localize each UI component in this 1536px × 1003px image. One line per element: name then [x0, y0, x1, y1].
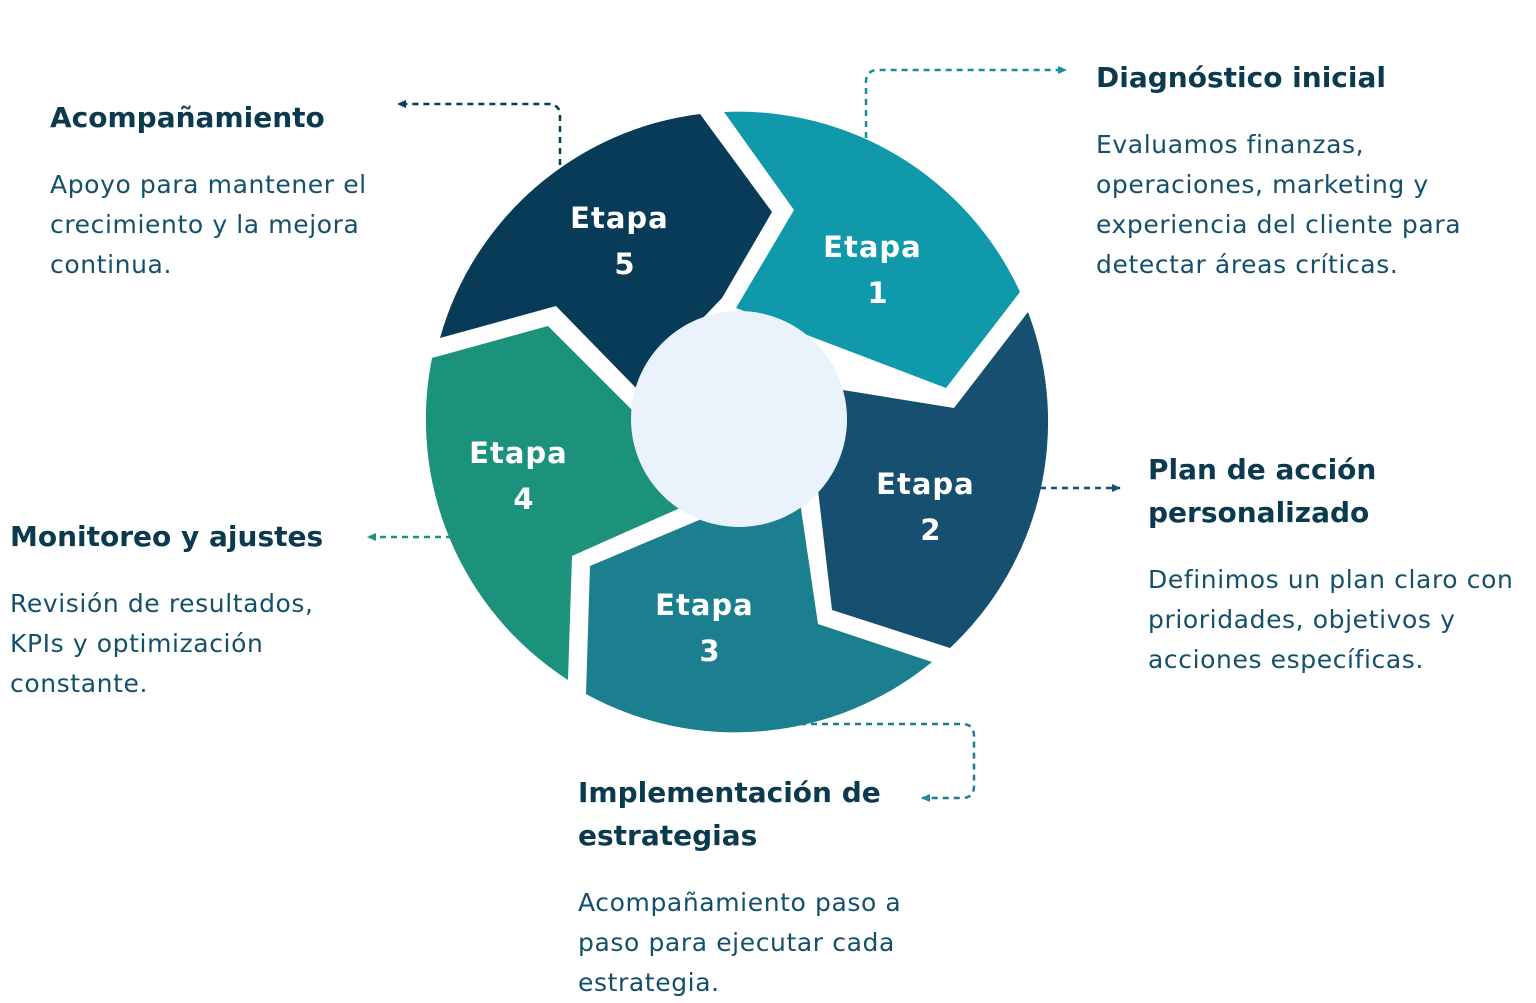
implementacion-title: Implementación de estrategias [578, 776, 881, 852]
connector-stage-5 [397, 100, 562, 165]
acompanamiento-text: Apoyo para mantener el crecimiento y la … [50, 170, 367, 279]
plan-title: Plan de acción personalizado [1148, 453, 1377, 529]
diagnostico-text: Evaluamos finanzas, operaciones, marketi… [1096, 130, 1462, 279]
connector-stage-1 [864, 66, 1067, 138]
stage-1-label: Etapa 1 [823, 230, 933, 310]
implementacion-block: Implementación de estrategias Acompañami… [578, 771, 948, 1003]
stage-5-label: Etapa 5 [570, 201, 680, 281]
stage-3-label: Etapa 3 [655, 588, 765, 668]
ring-segments [425, 111, 1049, 733]
monitoreo-text: Revisión de resultados, KPIs y optimizac… [10, 589, 314, 698]
monitoreo-block: Monitoreo y ajustes Revisión de resultad… [10, 515, 360, 704]
acompanamiento-block: Acompañamiento Apoyo para mantener el cr… [50, 96, 380, 285]
stage-segment-5[interactable] [440, 114, 772, 388]
stage-segment-2[interactable] [818, 312, 1049, 648]
stage-segment-1[interactable] [724, 111, 1020, 388]
stage-2-label: Etapa 2 [876, 467, 986, 547]
implementacion-text: Acompañamiento paso a paso para ejecutar… [578, 888, 902, 997]
connector-stage-3 [800, 722, 976, 802]
diagnostico-block: Diagnóstico inicial Evaluamos finanzas, … [1096, 56, 1526, 285]
center-circle [631, 311, 847, 527]
stage-segment-3[interactable] [586, 502, 932, 733]
monitoreo-title: Monitoreo y ajustes [10, 520, 324, 553]
acompanamiento-title: Acompañamiento [50, 101, 325, 134]
stage-segment-4[interactable] [425, 326, 680, 680]
plan-block: Plan de acción personalizado Definimos u… [1148, 448, 1528, 680]
plan-text: Definimos un plan claro con prioridades,… [1148, 565, 1514, 674]
diagnostico-title: Diagnóstico inicial [1096, 61, 1386, 94]
stage-4-label: Etapa 4 [469, 436, 579, 516]
